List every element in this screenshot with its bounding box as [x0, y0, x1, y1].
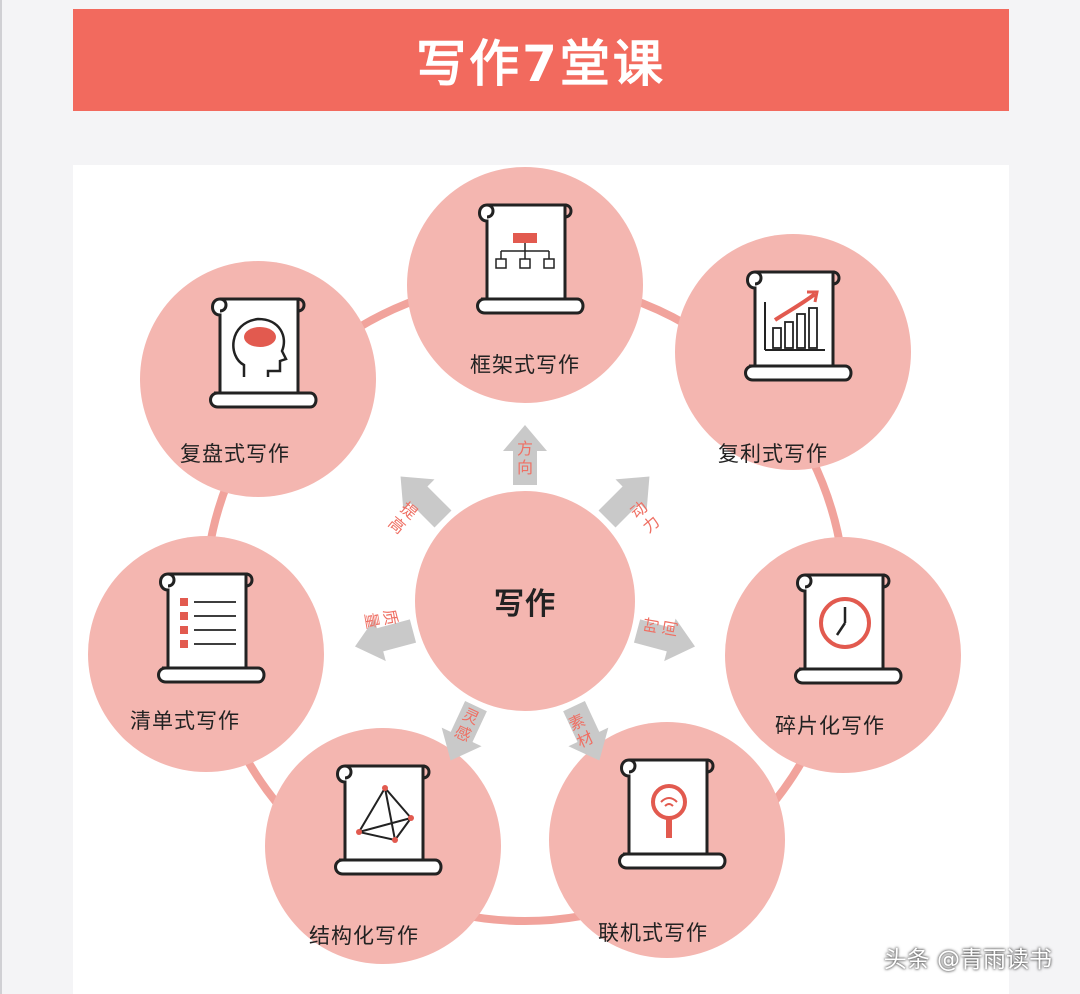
node-7	[140, 261, 376, 497]
page-title: 写作7堂课	[416, 35, 666, 93]
clock-icon	[794, 573, 903, 685]
diagram-panel: 写作 框架式写作 复利式写作 碎片化写作 联机式写作 结构化写作 清单式写作 复…	[73, 165, 1009, 994]
arrow-2	[598, 476, 650, 528]
brain-head-icon	[209, 297, 318, 409]
node-label-compound: 复利式写作	[718, 442, 828, 466]
node-label-structured: 结构化写作	[309, 924, 419, 948]
flowchart-icon	[476, 203, 585, 315]
checklist-icon	[157, 572, 266, 684]
node-label-checklist: 清单式写作	[130, 709, 240, 733]
arrow-7	[400, 476, 452, 528]
node-4	[549, 722, 785, 958]
node-6	[88, 536, 324, 772]
node-1	[407, 167, 643, 403]
writing-diagram	[88, 167, 961, 964]
arrow-6	[354, 618, 417, 662]
center-label: 写作	[494, 587, 556, 622]
pyramid-icon	[334, 764, 443, 876]
arrow-text-direction: 方向	[516, 439, 533, 477]
magnifier-wifi-icon	[618, 758, 727, 870]
watermark: 头条 @青雨读书	[883, 947, 1052, 973]
title-banner: 写作7堂课	[73, 9, 1009, 111]
node-label-online: 联机式写作	[598, 921, 708, 945]
node-5	[265, 728, 501, 964]
arrow-3	[633, 618, 696, 662]
node-label-review: 复盘式写作	[180, 442, 290, 466]
arrow-1	[503, 425, 547, 485]
node-3	[725, 537, 961, 773]
node-label-framework: 框架式写作	[470, 353, 580, 377]
center-circle	[415, 491, 635, 711]
node-label-fragment: 碎片化写作	[775, 714, 885, 738]
arrow-5	[441, 701, 487, 761]
node-2	[675, 234, 911, 470]
arrow-4	[563, 701, 609, 761]
left-border	[0, 0, 2, 994]
bar-chart-icon	[744, 270, 853, 382]
